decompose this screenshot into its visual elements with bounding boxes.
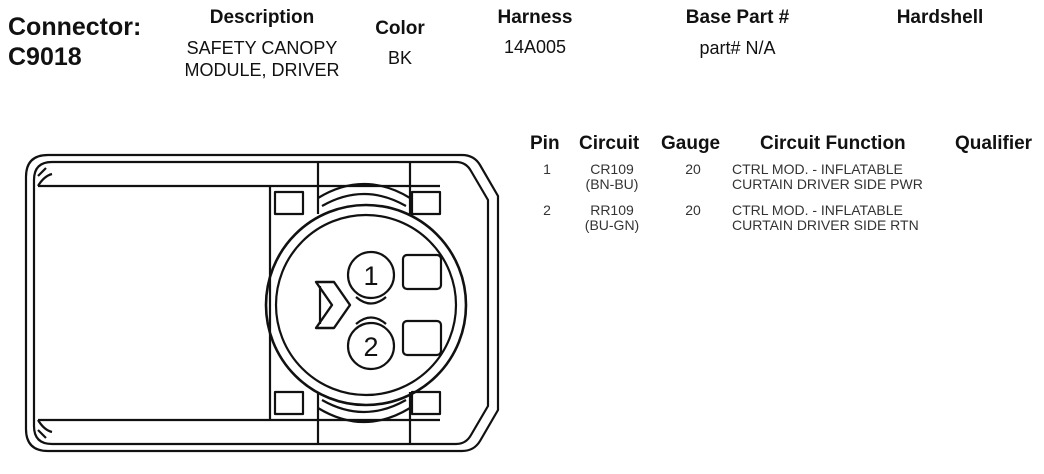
connector-id: C9018 (8, 43, 82, 71)
bottom-arc-inner (321, 399, 407, 414)
top-left-tab (273, 190, 305, 216)
top-right-tab (410, 190, 442, 216)
description-label: Description (209, 7, 315, 28)
latch-bottom-hook (37, 419, 53, 439)
description-line1: SAFETY CANOPY (186, 38, 338, 58)
harness-value: 14A005 (503, 37, 567, 57)
hardshell-label: Hardshell (896, 7, 984, 28)
circuit-header: Circuit (579, 133, 640, 154)
top-arc-inner (321, 192, 407, 207)
row1-pin: 1 (543, 161, 551, 177)
row2-circuit: RR109 (590, 202, 634, 218)
key-chevron (314, 280, 352, 330)
row1-gauge: 20 (685, 161, 701, 177)
harness-label: Harness (497, 7, 573, 28)
socket-outer-ring (264, 203, 468, 407)
housing-inner (32, 160, 490, 446)
color-value: BK (387, 48, 412, 68)
row1-circuit-color: (BN-BU) (585, 176, 639, 192)
pin-header: Pin (530, 133, 560, 154)
row2-pin: 2 (543, 202, 551, 218)
row1-function-line2: CURTAIN DRIVER SIDE PWR (732, 176, 923, 192)
pin-2-label: 2 (363, 332, 378, 362)
bottom-right-tab (410, 390, 442, 416)
terminal-slot-lower (401, 319, 443, 357)
gauge-header: Gauge (661, 133, 721, 154)
latch-top-hook (37, 167, 53, 187)
socket-inner-ring (274, 213, 458, 397)
connector-label: Connector: (8, 13, 142, 41)
top-arc-outer (317, 183, 411, 199)
base-part-label: Base Part # (685, 7, 790, 28)
pin-1-label: 1 (363, 261, 378, 291)
base-part-value: part# N/A (699, 38, 776, 58)
pin-2-circle (346, 321, 396, 371)
row2-circuit-color: (BU-GN) (584, 217, 640, 233)
terminal-slot-upper (401, 253, 443, 291)
row2-gauge: 20 (685, 202, 701, 218)
row1-circuit: CR109 (590, 161, 634, 177)
pin-1-circle (346, 250, 396, 300)
row1-function-line1: CTRL MOD. - INFLATABLE (732, 161, 903, 177)
housing-outer (24, 153, 500, 453)
description-line2: MODULE, DRIVER (184, 60, 340, 80)
pin-bridge (355, 296, 387, 325)
bottom-arc-outer (317, 407, 411, 423)
qualifier-header: Qualifier (955, 133, 1033, 154)
row2-function-line2: CURTAIN DRIVER SIDE RTN (732, 217, 919, 233)
bottom-left-tab (273, 390, 305, 416)
row2-function-line1: CTRL MOD. - INFLATABLE (732, 202, 903, 218)
circuit-function-header: Circuit Function (760, 133, 906, 154)
color-label: Color (375, 18, 425, 39)
